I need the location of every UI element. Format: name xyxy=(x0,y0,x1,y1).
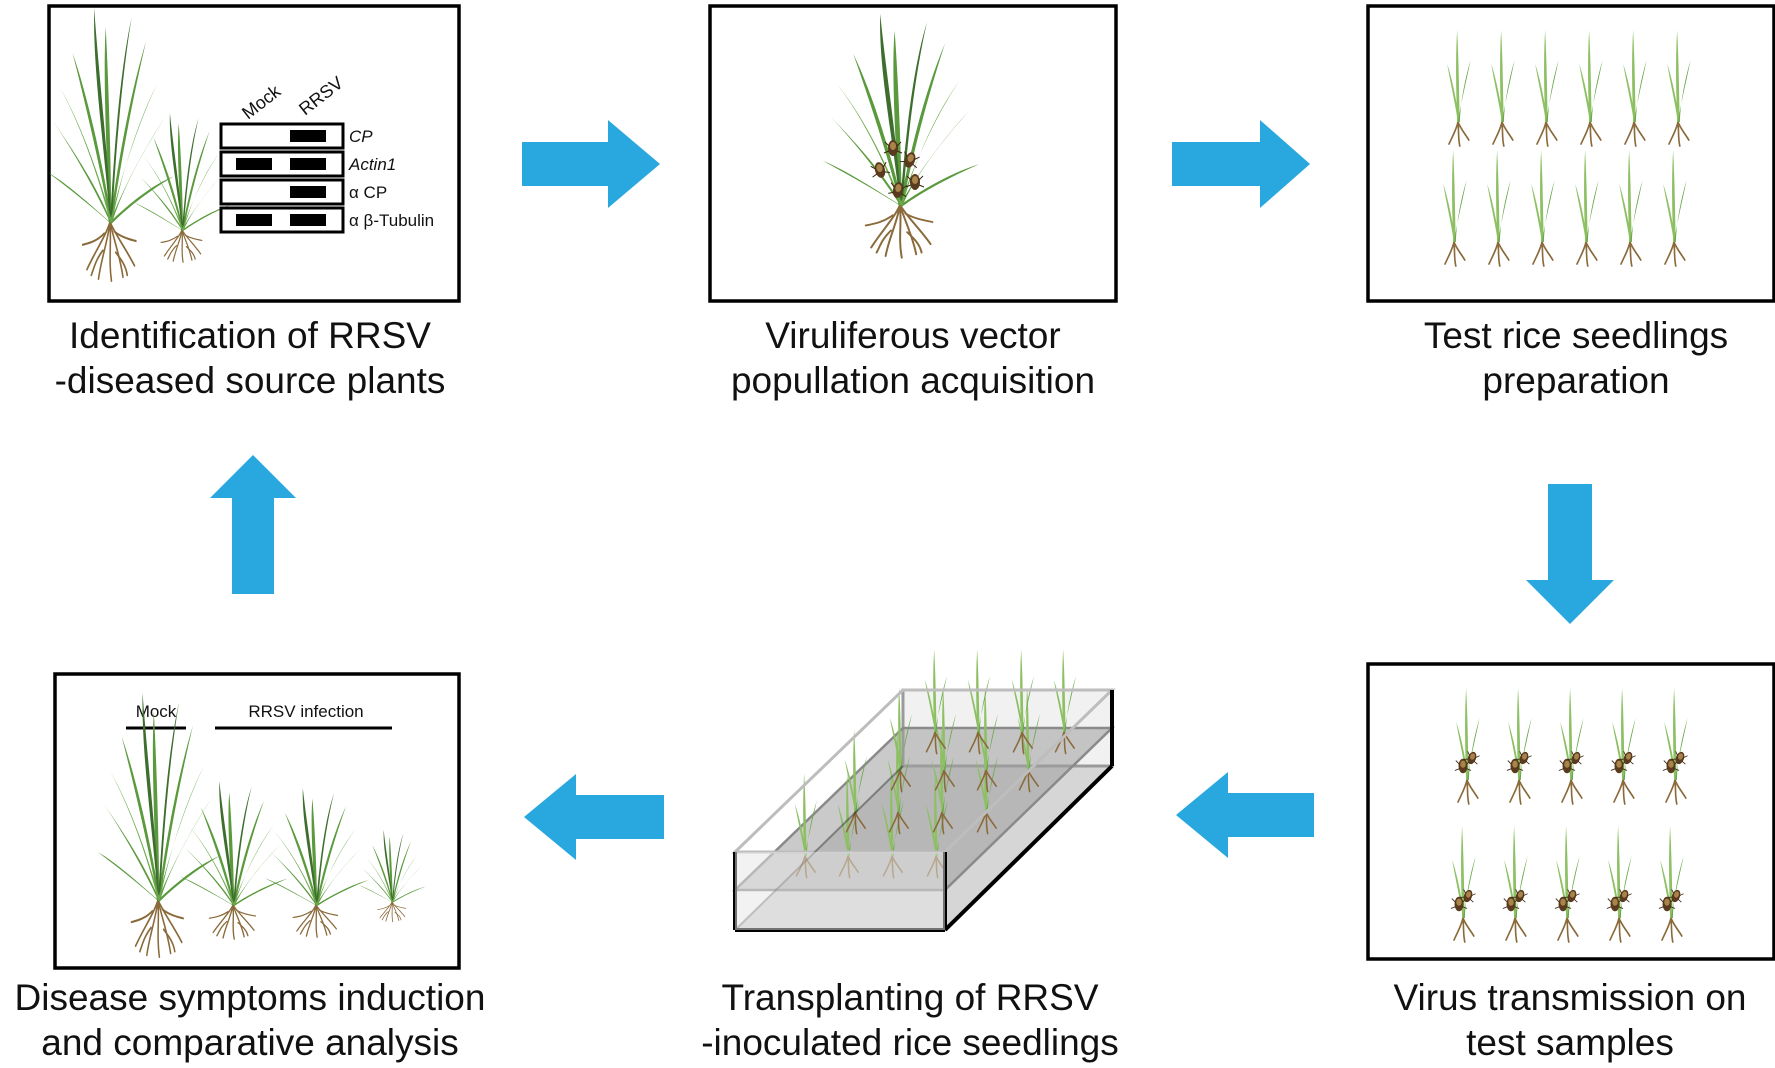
caption-preparation-line-2: preparation xyxy=(1482,360,1670,401)
blot-band xyxy=(290,130,326,142)
rice-plant-icon xyxy=(821,12,981,259)
blot-row: α β-Tubulin xyxy=(219,206,434,234)
seedling xyxy=(1442,149,1468,267)
seedling xyxy=(1555,825,1581,943)
caption-symptoms-line-2: and comparative analysis xyxy=(41,1022,459,1063)
caption-transplanting: Transplanting of RRSV -inoculated rice s… xyxy=(630,975,1190,1065)
seedling xyxy=(1607,825,1633,943)
caption-preparation: Test rice seedlings preparation xyxy=(1296,313,1775,403)
group-label-rrsv-infection: RRSV infection xyxy=(248,702,363,721)
seedling xyxy=(1530,149,1556,267)
caption-identification-line-2: -diseased source plants xyxy=(54,360,446,401)
seedling xyxy=(1455,687,1481,805)
caption-acquisition-line-2: popullation acquisition xyxy=(730,360,1096,401)
tray-icon xyxy=(731,648,1116,932)
caption-identification: Identification of RRSV -diseased source … xyxy=(0,313,500,403)
caption-transmission-line-1: Virus transmission on xyxy=(1393,977,1747,1018)
seedling xyxy=(1666,29,1692,147)
arrow-right-icon xyxy=(1172,120,1310,208)
rice-plant-icon xyxy=(96,691,426,959)
panel-acquisition-frame xyxy=(708,4,1118,303)
arrow-left-icon xyxy=(524,774,664,860)
seedling xyxy=(1507,687,1533,805)
arrow-down-icon xyxy=(1526,484,1614,624)
seedling xyxy=(1451,825,1477,943)
panel-transmission xyxy=(1366,662,1775,961)
arrow-up-icon xyxy=(210,455,296,594)
arrow-right-icon xyxy=(522,120,660,208)
blot-band xyxy=(290,158,326,170)
arrow-left-icon xyxy=(1176,772,1314,858)
seedling xyxy=(1446,29,1472,147)
seedling xyxy=(1622,29,1648,147)
blot-band xyxy=(236,214,272,226)
seedling-icon xyxy=(1442,29,1692,267)
panel-symptoms-frame xyxy=(53,672,461,970)
seedling xyxy=(1618,149,1644,267)
blot-row: α CP xyxy=(219,178,387,206)
group-label-mock: Mock xyxy=(136,702,177,721)
seedling xyxy=(1663,687,1689,805)
seedling xyxy=(1559,687,1585,805)
caption-acquisition-line-1: Viruliferous vector xyxy=(765,315,1061,356)
panel-preparation-frame xyxy=(1366,4,1775,303)
blot-band xyxy=(236,158,272,170)
seedling xyxy=(1574,149,1600,267)
caption-symptoms: Disease symptoms induction and comparati… xyxy=(0,975,500,1065)
blot-row-label: Actin1 xyxy=(348,155,396,174)
blot-lane-mock: Mock xyxy=(238,80,285,123)
panel-preparation xyxy=(1366,4,1775,303)
caption-transplanting-line-2: -inoculated rice seedlings xyxy=(701,1022,1119,1063)
blot-lane-rrsv: RRSV xyxy=(295,73,347,120)
caption-acquisition: Viruliferous vector popullation acquisit… xyxy=(633,313,1193,403)
panel-acquisition xyxy=(708,4,1118,303)
blot-row-label: α CP xyxy=(349,183,387,202)
blot-row-label: CP xyxy=(349,127,373,146)
blot-row: CP xyxy=(219,122,373,150)
blot-row-label: α β-Tubulin xyxy=(349,211,434,230)
seedling xyxy=(1490,29,1516,147)
panel-transmission-frame xyxy=(1366,662,1775,961)
seedling xyxy=(1578,29,1604,147)
seedling xyxy=(1534,29,1560,147)
caption-identification-line-1: Identification of RRSV xyxy=(69,315,431,356)
caption-transmission-line-2: test samples xyxy=(1466,1022,1674,1063)
rice-plant-icon xyxy=(47,7,232,282)
caption-transmission: Virus transmission on test samples xyxy=(1290,975,1775,1065)
panel-identification: Mock RRSV CP Actin1 α CP α β-Tubulin xyxy=(47,4,461,303)
caption-symptoms-line-1: Disease symptoms induction xyxy=(14,977,486,1018)
seedling xyxy=(1662,149,1688,267)
seedling xyxy=(1659,825,1685,943)
western-blot: Mock RRSV CP Actin1 α CP α β-Tubulin xyxy=(219,73,434,234)
seedling xyxy=(1486,149,1512,267)
caption-preparation-line-1: Test rice seedlings xyxy=(1423,315,1729,356)
panel-symptoms: Mock RRSV infection xyxy=(53,672,461,970)
blot-row: Actin1 xyxy=(219,150,396,178)
blot-band xyxy=(290,214,326,226)
seedling-icon xyxy=(1450,687,1690,943)
blot-band xyxy=(290,186,326,198)
seedling xyxy=(1503,825,1529,943)
caption-transplanting-line-1: Transplanting of RRSV xyxy=(721,977,1099,1018)
seedling xyxy=(1611,687,1637,805)
panel-identification-frame xyxy=(47,4,461,303)
